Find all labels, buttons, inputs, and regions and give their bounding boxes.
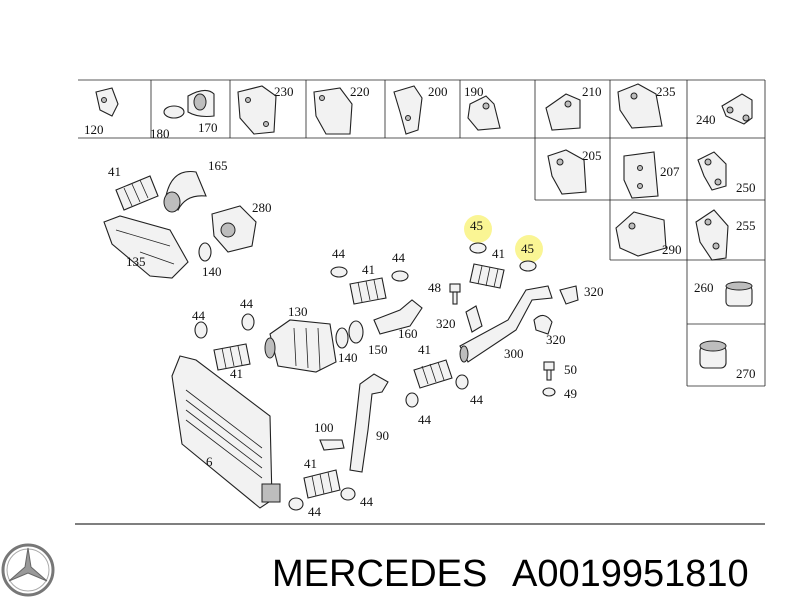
bracket-320-drawing bbox=[465, 285, 579, 335]
label-300: 300 bbox=[504, 346, 524, 361]
label-150: 150 bbox=[368, 342, 388, 357]
label-44-g: 44 bbox=[308, 504, 322, 519]
part-170-180-drawing bbox=[163, 89, 215, 119]
label-230: 230 bbox=[274, 84, 294, 99]
mercedes-star-icon bbox=[1, 543, 55, 597]
highlight-45-left bbox=[464, 215, 492, 243]
resonator-280-drawing bbox=[211, 205, 257, 253]
part-270-drawing bbox=[699, 340, 727, 369]
radiator-6-drawing bbox=[171, 355, 281, 509]
label-45-b: 45 bbox=[521, 241, 534, 256]
hose-41-center-drawing bbox=[413, 359, 453, 389]
bolt-48-drawing bbox=[449, 283, 461, 305]
elbow-165-drawing bbox=[163, 170, 207, 213]
label-260: 260 bbox=[694, 280, 714, 295]
label-290: 290 bbox=[662, 242, 682, 257]
label-90: 90 bbox=[376, 428, 389, 443]
part-120-drawing bbox=[95, 87, 119, 117]
part-260-drawing bbox=[725, 281, 753, 307]
hose-41-bottom-drawing bbox=[303, 469, 341, 499]
label-44-f: 44 bbox=[418, 412, 432, 427]
label-44-h: 44 bbox=[360, 494, 374, 509]
clamps-center-drawing bbox=[405, 374, 469, 408]
bracket-100-drawing bbox=[319, 439, 345, 451]
charge-cooler-130-drawing bbox=[264, 319, 337, 373]
label-240: 240 bbox=[696, 112, 716, 127]
part-250-drawing bbox=[697, 151, 727, 191]
label-180: 180 bbox=[150, 126, 170, 141]
label-44-e: 44 bbox=[470, 392, 484, 407]
label-140-b: 140 bbox=[338, 350, 358, 365]
label-130: 130 bbox=[288, 304, 308, 319]
label-250: 250 bbox=[736, 180, 756, 195]
hose-41-upper-left-drawing bbox=[115, 175, 159, 211]
hose-41-mid-drawing bbox=[349, 277, 387, 305]
part-235-drawing bbox=[617, 83, 663, 129]
label-41-a: 41 bbox=[108, 164, 121, 179]
label-49: 49 bbox=[564, 386, 577, 401]
label-41-d: 41 bbox=[230, 366, 243, 381]
label-210: 210 bbox=[582, 84, 602, 99]
clamps-bottom-drawing bbox=[288, 487, 356, 511]
label-165: 165 bbox=[208, 158, 228, 173]
part-230-drawing bbox=[237, 85, 277, 135]
label-41-c: 41 bbox=[492, 246, 505, 261]
clamps-upper-drawing bbox=[194, 242, 537, 339]
bolts-49-50-drawing bbox=[542, 361, 556, 397]
pipe-90-drawing bbox=[349, 373, 389, 473]
ring-140-drawing bbox=[198, 242, 212, 262]
part-220-drawing bbox=[313, 87, 353, 135]
label-255: 255 bbox=[736, 218, 756, 233]
label-320-c: 320 bbox=[546, 332, 566, 347]
label-41-e: 41 bbox=[418, 342, 431, 357]
part-190-drawing bbox=[467, 95, 501, 131]
label-160: 160 bbox=[398, 326, 418, 341]
parts-grid bbox=[75, 79, 766, 525]
hose-41-left-drawing bbox=[213, 343, 251, 371]
part-255-drawing bbox=[695, 209, 729, 261]
label-270: 270 bbox=[736, 366, 756, 381]
label-100: 100 bbox=[314, 420, 334, 435]
label-170: 170 bbox=[198, 120, 218, 135]
label-44-c: 44 bbox=[192, 308, 206, 323]
label-220: 220 bbox=[350, 84, 370, 99]
part-207-drawing bbox=[623, 151, 659, 199]
hose-41-right-drawing bbox=[469, 263, 505, 289]
label-50: 50 bbox=[564, 362, 577, 377]
label-135: 135 bbox=[126, 254, 146, 269]
label-48: 48 bbox=[428, 280, 441, 295]
label-280: 280 bbox=[252, 200, 272, 215]
part-number-text: A0019951810 bbox=[512, 553, 749, 595]
part-205-drawing bbox=[547, 149, 587, 195]
label-140-a: 140 bbox=[202, 264, 222, 279]
label-200: 200 bbox=[428, 84, 448, 99]
part-290-drawing bbox=[615, 211, 667, 257]
label-320-a: 320 bbox=[584, 284, 604, 299]
label-41-f: 41 bbox=[304, 456, 317, 471]
label-44-a: 44 bbox=[332, 246, 346, 261]
label-320-b: 320 bbox=[436, 316, 456, 331]
label-44-b: 44 bbox=[392, 250, 406, 265]
part-number-labels: 120 180 170 230 220 200 190 210 235 240 … bbox=[84, 84, 756, 519]
label-235: 235 bbox=[656, 84, 676, 99]
cover-135-drawing bbox=[103, 215, 189, 279]
label-45-a: 45 bbox=[470, 218, 483, 233]
label-44-d: 44 bbox=[240, 296, 254, 311]
part-240-drawing bbox=[721, 93, 753, 125]
pipe-300-drawing bbox=[459, 285, 553, 363]
pipe-160-drawing bbox=[373, 299, 423, 335]
highlight-45-right bbox=[515, 235, 543, 263]
part-200-drawing bbox=[393, 85, 423, 135]
ring-140-150-drawing bbox=[335, 320, 364, 349]
label-190: 190 bbox=[464, 84, 484, 99]
part-210-drawing bbox=[545, 93, 581, 131]
brand-text: MERCEDES bbox=[272, 553, 487, 595]
label-205: 205 bbox=[582, 148, 602, 163]
label-207: 207 bbox=[660, 164, 680, 179]
label-120: 120 bbox=[84, 122, 104, 137]
label-41-b: 41 bbox=[362, 262, 375, 277]
label-6: 6 bbox=[206, 454, 213, 469]
